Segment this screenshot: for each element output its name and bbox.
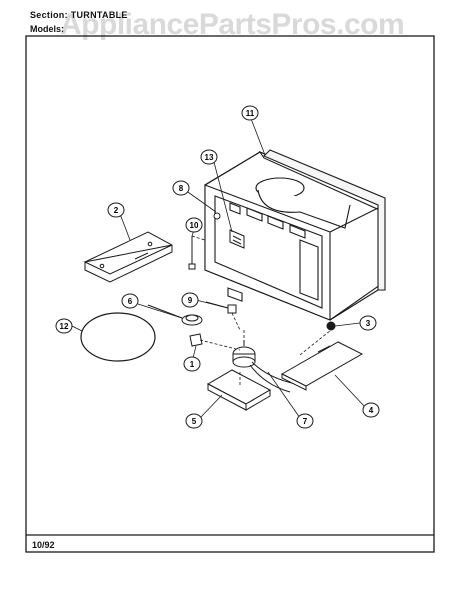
callout-6: 6 bbox=[121, 293, 139, 309]
callout-4: 4 bbox=[362, 402, 380, 418]
coupler-part bbox=[147, 304, 203, 326]
mounting-plate bbox=[280, 341, 364, 391]
callout-label: 13 bbox=[205, 153, 214, 162]
switch-part bbox=[229, 229, 245, 249]
cavity-assembly bbox=[204, 149, 386, 321]
grommet-part bbox=[326, 321, 336, 331]
callout-12: 12 bbox=[55, 318, 73, 334]
bolt-part bbox=[188, 236, 196, 270]
callout-9: 9 bbox=[181, 292, 199, 308]
roller-part bbox=[189, 333, 203, 347]
motor-cover bbox=[206, 369, 272, 411]
section-title: Section: TURNTABLE bbox=[30, 10, 128, 20]
callout-label: 2 bbox=[114, 206, 119, 215]
callout-label: 9 bbox=[188, 296, 193, 305]
callout-label: 6 bbox=[128, 297, 133, 306]
callout-label: 10 bbox=[190, 221, 199, 230]
callout-5: 5 bbox=[185, 413, 203, 429]
callout-8: 8 bbox=[172, 180, 190, 196]
callout-3: 3 bbox=[359, 315, 377, 331]
callout-label: 11 bbox=[246, 109, 255, 118]
screw-part bbox=[213, 212, 221, 220]
callout-13: 13 bbox=[200, 149, 218, 165]
callout-label: 8 bbox=[179, 184, 184, 193]
callout-label: 5 bbox=[192, 417, 197, 426]
callout-label: 12 bbox=[60, 322, 69, 331]
models-label: Models: bbox=[30, 24, 65, 34]
callout-label: 7 bbox=[303, 417, 308, 426]
callout-2: 2 bbox=[107, 202, 125, 218]
callout-1: 1 bbox=[183, 356, 201, 372]
revision-date: 10/92 bbox=[32, 540, 55, 550]
callout-11: 11 bbox=[241, 105, 259, 121]
assembly-lines bbox=[191, 235, 332, 385]
page-border bbox=[25, 35, 435, 553]
callout-7: 7 bbox=[296, 413, 314, 429]
callout-10: 10 bbox=[185, 217, 203, 233]
callout-label: 4 bbox=[369, 406, 374, 415]
callout-label: 1 bbox=[190, 360, 195, 369]
bracket-part bbox=[83, 231, 173, 283]
callout-label: 3 bbox=[366, 319, 371, 328]
leader-lines bbox=[71, 115, 366, 419]
turntable-tray bbox=[80, 312, 156, 362]
